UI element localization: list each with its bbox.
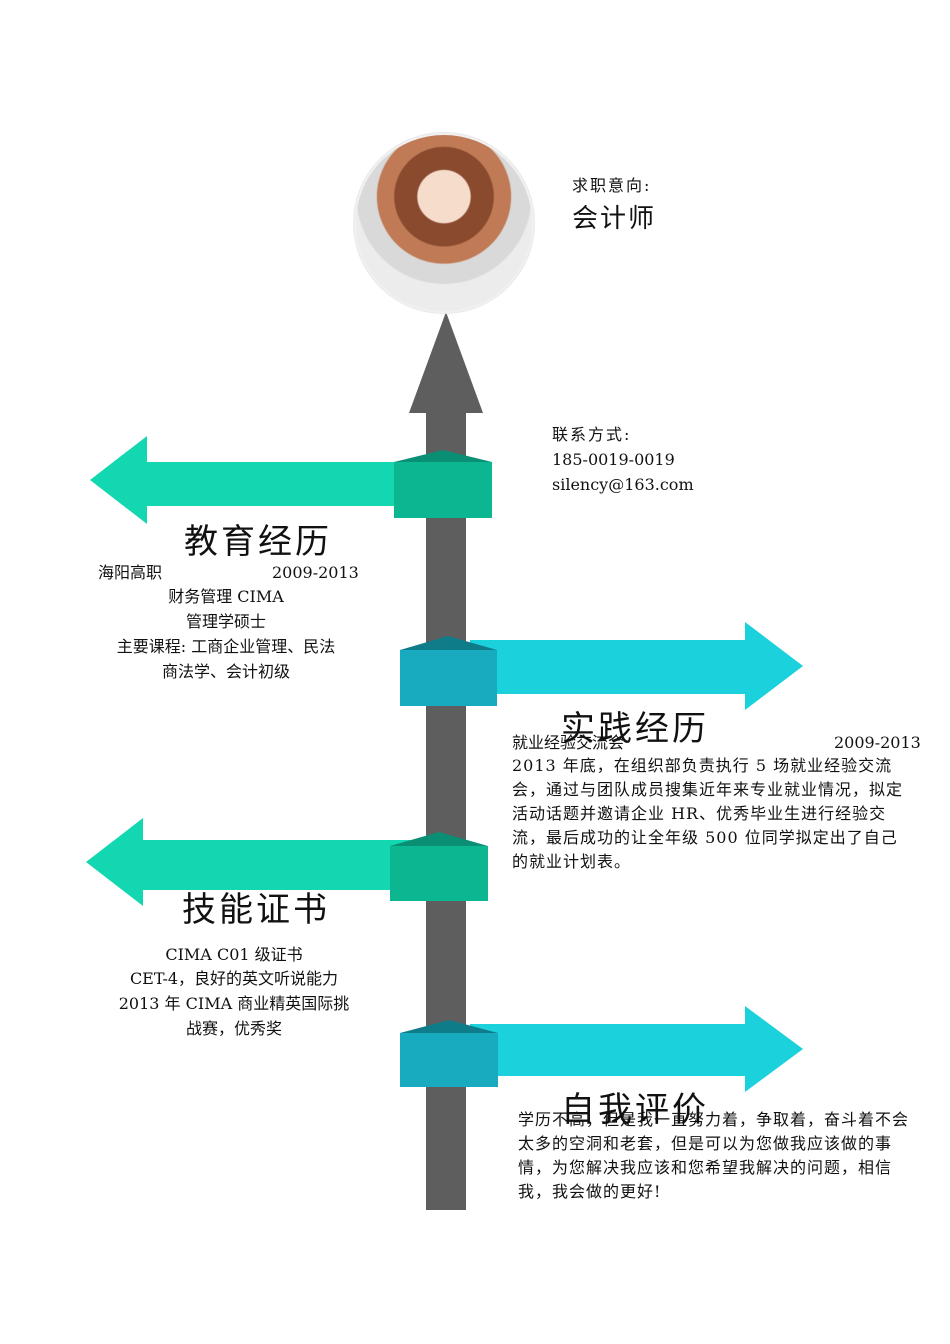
contact-phone: 185-0019-0019 xyxy=(552,450,675,469)
education-box xyxy=(394,462,492,518)
profile-photo xyxy=(354,133,534,313)
education-school: 海阳高职 xyxy=(98,563,163,582)
practice-box xyxy=(400,650,497,706)
skills-box xyxy=(390,846,488,901)
education-courses: 主要课程: 工商企业管理、民法 xyxy=(116,637,336,656)
self-eval-arrow xyxy=(470,1006,803,1092)
skills-award-cont: 战赛，优秀奖 xyxy=(185,1019,282,1038)
skills-cert-1: CIMA C01 级证书 xyxy=(165,945,303,964)
education-years: 2009-2013 xyxy=(272,563,359,582)
timeline-arrowhead-icon xyxy=(409,312,483,413)
skills-box-cap xyxy=(390,832,488,846)
practice-arrow xyxy=(470,622,803,710)
education-arrow xyxy=(90,436,420,524)
education-courses-cont: 商法学、会计初级 xyxy=(161,662,290,681)
practice-title: 实践经历 xyxy=(561,709,709,749)
self-eval-box-cap xyxy=(400,1020,498,1033)
education-title: 教育经历 xyxy=(184,522,332,562)
job-intent-label: 求职意向: xyxy=(572,176,652,195)
skills-award: 2013 年 CIMA 商业精英国际挑 xyxy=(118,994,350,1013)
contact-email: silency@163.com xyxy=(552,475,694,494)
contact-label: 联系方式: xyxy=(552,425,632,444)
practice-box-cap xyxy=(400,636,497,650)
self-eval-body: 学历不高，但是我一直努力着，争取着，奋斗着不会太多的空洞和老套，但是可以为您做我… xyxy=(518,1110,910,1201)
job-intent-value: 会计师 xyxy=(572,204,657,234)
education-major: 财务管理 CIMA xyxy=(168,587,284,606)
education-box-cap xyxy=(394,450,492,462)
skills-arrow xyxy=(86,818,420,906)
practice-body: 2013 年底，在组织部负责执行 5 场就业经验交流会，通过与团队成员搜集近年来… xyxy=(512,756,904,871)
practice-org: 就业经验交流会 xyxy=(512,733,625,752)
skills-cert-2: CET-4，良好的英文听说能力 xyxy=(129,969,339,988)
self-eval-box xyxy=(400,1033,498,1087)
skills-title: 技能证书 xyxy=(182,890,330,930)
timeline-trunk xyxy=(426,410,466,1210)
education-degree: 管理学硕士 xyxy=(185,612,266,631)
practice-years: 2009-2013 xyxy=(834,733,921,752)
self-eval-title: 自我评价 xyxy=(561,1090,709,1130)
